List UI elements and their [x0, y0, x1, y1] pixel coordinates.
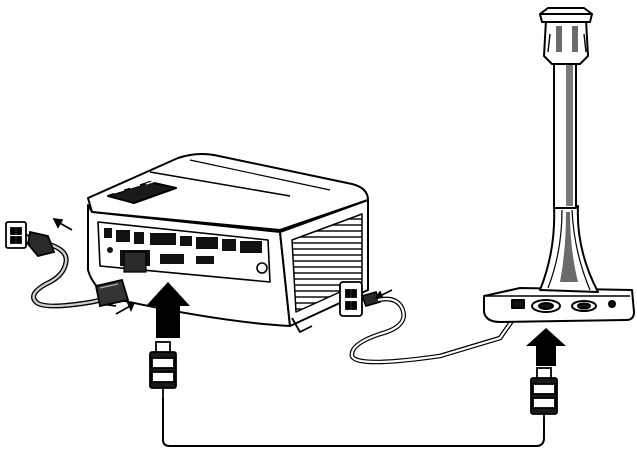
vga-cable	[162, 398, 545, 447]
wall-outlet-icon	[5, 221, 27, 249]
up-arrow-icon	[146, 282, 190, 338]
up-arrow-icon	[526, 328, 566, 366]
camera-power-cord	[349, 296, 516, 365]
vga-connector-icon	[530, 367, 558, 418]
projector-power-cord	[31, 241, 119, 309]
power-plug-icon	[21, 230, 130, 308]
small-arrow-icon	[52, 218, 73, 231]
power-plug-icon	[360, 291, 382, 307]
small-arrow-icon	[115, 302, 136, 315]
document-camera-icon	[483, 7, 635, 323]
wall-outlet-icon	[339, 281, 363, 317]
vga-connector-icon	[149, 341, 177, 398]
